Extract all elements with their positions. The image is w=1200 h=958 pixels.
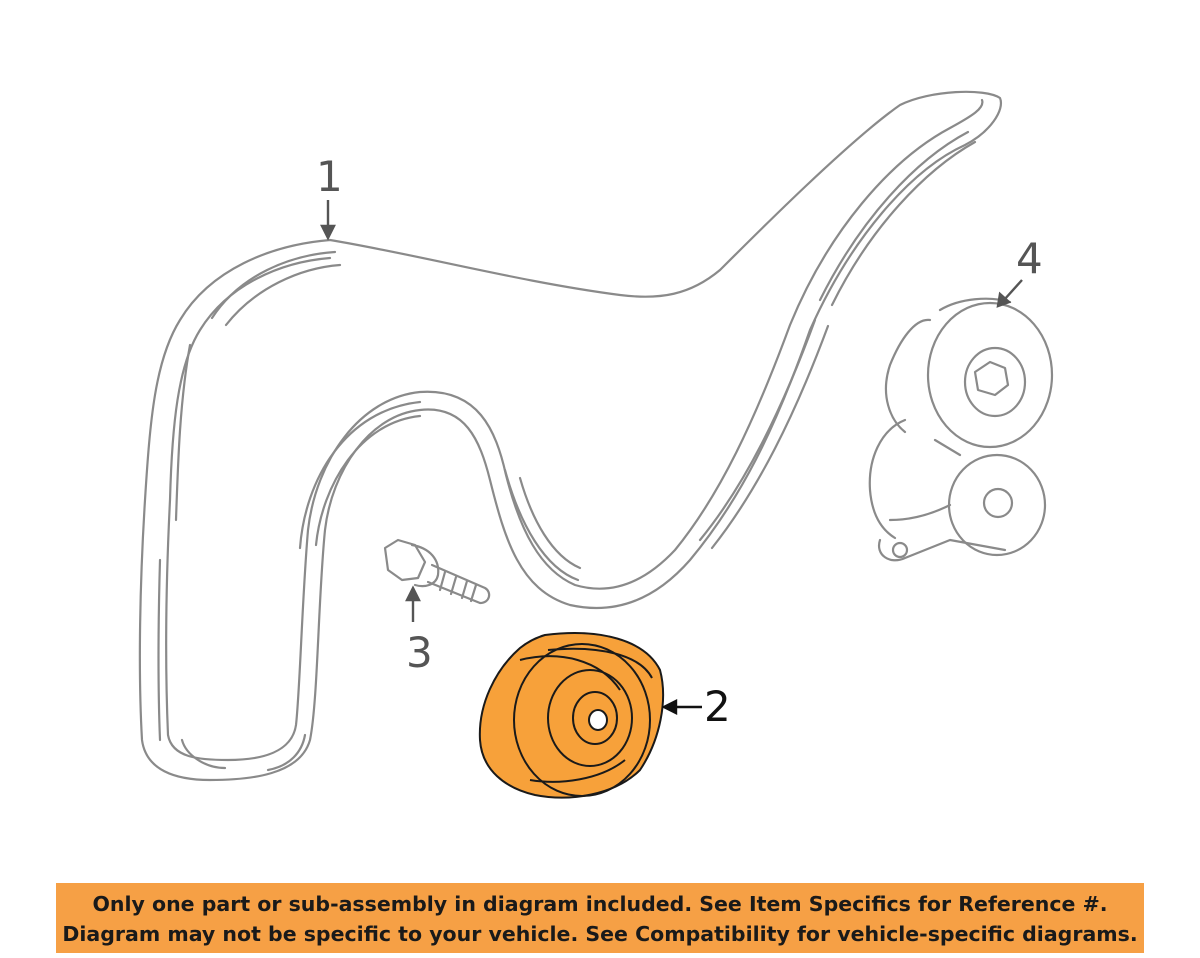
bolt-part xyxy=(383,538,491,605)
callout-2-label: 2 xyxy=(704,682,731,731)
tensioner-pulley xyxy=(926,301,1054,449)
idler-pulley-rim-lines xyxy=(519,647,653,783)
arrow-4-line xyxy=(1003,279,1023,301)
callout-4-label: 4 xyxy=(1016,234,1043,283)
tensioner-arm xyxy=(868,418,962,540)
bolt-head xyxy=(383,538,427,582)
idler-pulley-face xyxy=(513,643,651,797)
idler-pulley-bore xyxy=(588,709,608,731)
callout-3-label: 3 xyxy=(406,628,433,677)
idler-pulley-bearing xyxy=(547,669,633,767)
tensioner-base-pulley xyxy=(947,453,1047,557)
idler-pulley-inner-race xyxy=(572,691,618,745)
idler-pulley-body xyxy=(478,632,665,799)
tensioner-part xyxy=(868,297,1054,562)
bolt-flange xyxy=(410,543,440,588)
tensioner-pulley-side xyxy=(885,297,1012,434)
tensioner-base-hub xyxy=(982,487,1014,519)
idler-pulley-part xyxy=(478,632,665,799)
belt-outer-edge xyxy=(138,90,1003,782)
callout-1-label: 1 xyxy=(316,152,343,201)
arrow-1-head xyxy=(320,224,336,241)
belt-rib-2 xyxy=(157,130,977,772)
bolt-shank xyxy=(426,563,491,605)
belt-inner-edge xyxy=(165,98,984,762)
leader-arrows xyxy=(320,200,1023,622)
disclaimer-banner: Only one part or sub-assembly in diagram… xyxy=(56,883,1144,953)
serpentine-belt xyxy=(138,90,1003,782)
disclaimer-line-2: Diagram may not be specific to your vehi… xyxy=(62,922,1138,946)
arrow-4-head xyxy=(996,291,1012,308)
tensioner-mount xyxy=(877,538,1007,562)
arrow-2-head xyxy=(661,699,678,715)
belt-rib-1 xyxy=(174,250,830,582)
leader-arrow-2 xyxy=(661,699,702,715)
tensioner-pulley-hub xyxy=(963,346,1027,418)
arrow-3-head xyxy=(405,585,421,602)
parts-diagram xyxy=(138,90,1054,799)
tensioner-nut xyxy=(973,360,1010,397)
disclaimer-line-1: Only one part or sub-assembly in diagram… xyxy=(92,892,1108,916)
